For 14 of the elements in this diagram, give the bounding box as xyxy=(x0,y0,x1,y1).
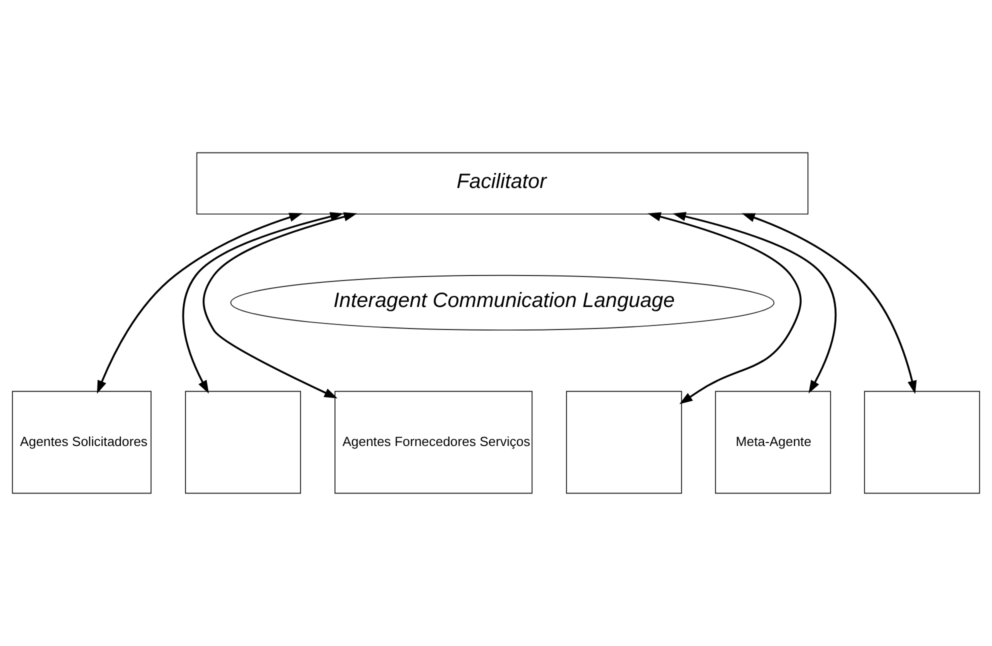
arrow xyxy=(182,212,344,394)
node-box: Meta-Agente xyxy=(715,390,832,494)
arrow xyxy=(202,212,358,398)
node-box: Facilitator xyxy=(196,152,808,215)
node-box xyxy=(185,390,302,494)
node-box xyxy=(864,390,980,494)
arrow xyxy=(672,212,836,394)
node-box: Agentes Fornecedores Serviços xyxy=(334,390,533,494)
arrow xyxy=(96,212,303,394)
node-ellipse: Interagent Communication Language xyxy=(230,274,774,331)
arrow xyxy=(742,213,917,394)
arrow xyxy=(648,212,802,404)
node-box: Agentes Solicitadores xyxy=(12,390,152,494)
node-box xyxy=(566,390,682,494)
